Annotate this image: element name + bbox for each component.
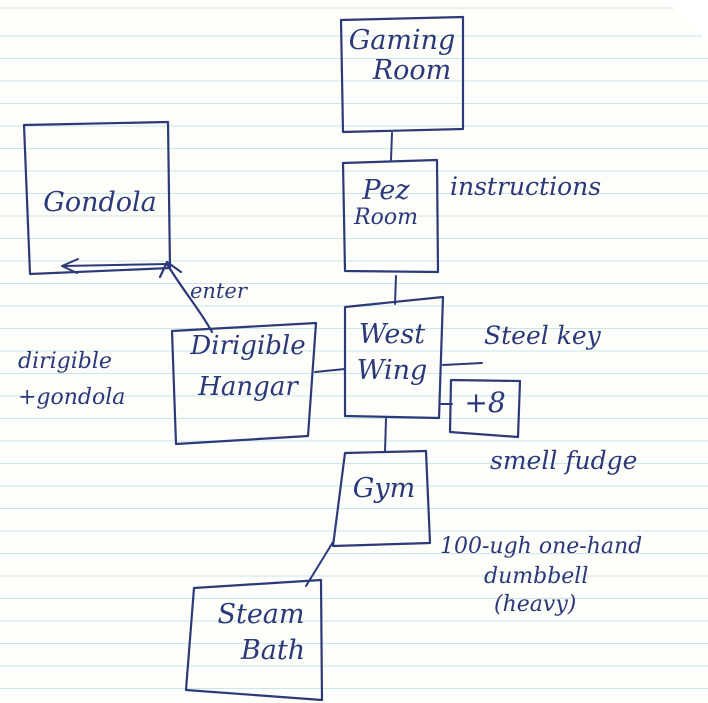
enter-arrow-line <box>165 262 214 334</box>
gaming-room-label-line2: Room <box>372 54 452 86</box>
instructions-note: instructions <box>450 172 602 201</box>
pez-room-box <box>341 158 440 274</box>
gaming-room-box <box>339 15 465 134</box>
steel-key-note: Steel key <box>484 321 601 350</box>
west-wing-box <box>343 295 445 420</box>
pez-west-connector <box>394 275 397 305</box>
pez-room-label: Pez Room <box>341 176 431 230</box>
dirigible-note-line1: dirigible <box>18 349 112 374</box>
hangar-west-connector <box>314 368 346 373</box>
west-wing-label-line1: West <box>358 319 426 350</box>
hangar-label-line2: Hangar <box>198 371 298 402</box>
item-box <box>448 378 522 439</box>
dumbbell-note: 100-ugh one-hand dumbbell (heavy) <box>440 534 643 618</box>
enter-note: enter <box>190 279 247 303</box>
gondola-arrow-head <box>61 258 79 274</box>
item-box-symbol: +8 <box>464 386 506 419</box>
hangar-label-line1: Dirigible <box>190 331 306 361</box>
steam-bath-box <box>184 578 324 702</box>
hangar-box <box>170 321 318 446</box>
gaming-room-label-line1: Gaming <box>348 25 456 56</box>
steam-bath-label-line2: Bath <box>240 634 306 666</box>
dumbbell-note-line3: (heavy) <box>494 592 577 618</box>
gaming-pez-connector <box>390 132 393 161</box>
gym-steam-connector <box>305 541 334 587</box>
dumbbell-note-line1: 100-ugh one-hand <box>440 534 643 559</box>
west-wing-label-line2: Wing <box>356 354 428 386</box>
enter-arrow-head <box>158 260 183 279</box>
steam-bath-label-line1: Steam <box>217 599 305 630</box>
gym-label: Gym <box>352 473 416 504</box>
pez-room-label-line1: Pez <box>362 175 410 206</box>
steel-key-pointer <box>442 362 483 366</box>
west-gym-connector <box>384 418 387 453</box>
gondola-label: Gondola <box>43 187 157 218</box>
steam-bath-label: Steam Bath <box>206 600 316 665</box>
smell-fudge-note: smell fudge <box>490 446 638 475</box>
hangar-label: Dirigible Hangar <box>178 332 318 401</box>
gaming-room-label: Gaming Room <box>346 26 458 85</box>
gondola-arrow-line <box>63 263 169 267</box>
gym-box <box>331 449 432 548</box>
dumbbell-note-line2: dumbbell <box>484 564 589 590</box>
pez-room-label-line2: Room <box>354 204 418 230</box>
dirigible-note-line2: +gondola <box>18 385 126 411</box>
dirigible-gondola-note: dirigible +gondola <box>18 349 126 411</box>
west-wing-label: West Wing <box>343 320 441 385</box>
